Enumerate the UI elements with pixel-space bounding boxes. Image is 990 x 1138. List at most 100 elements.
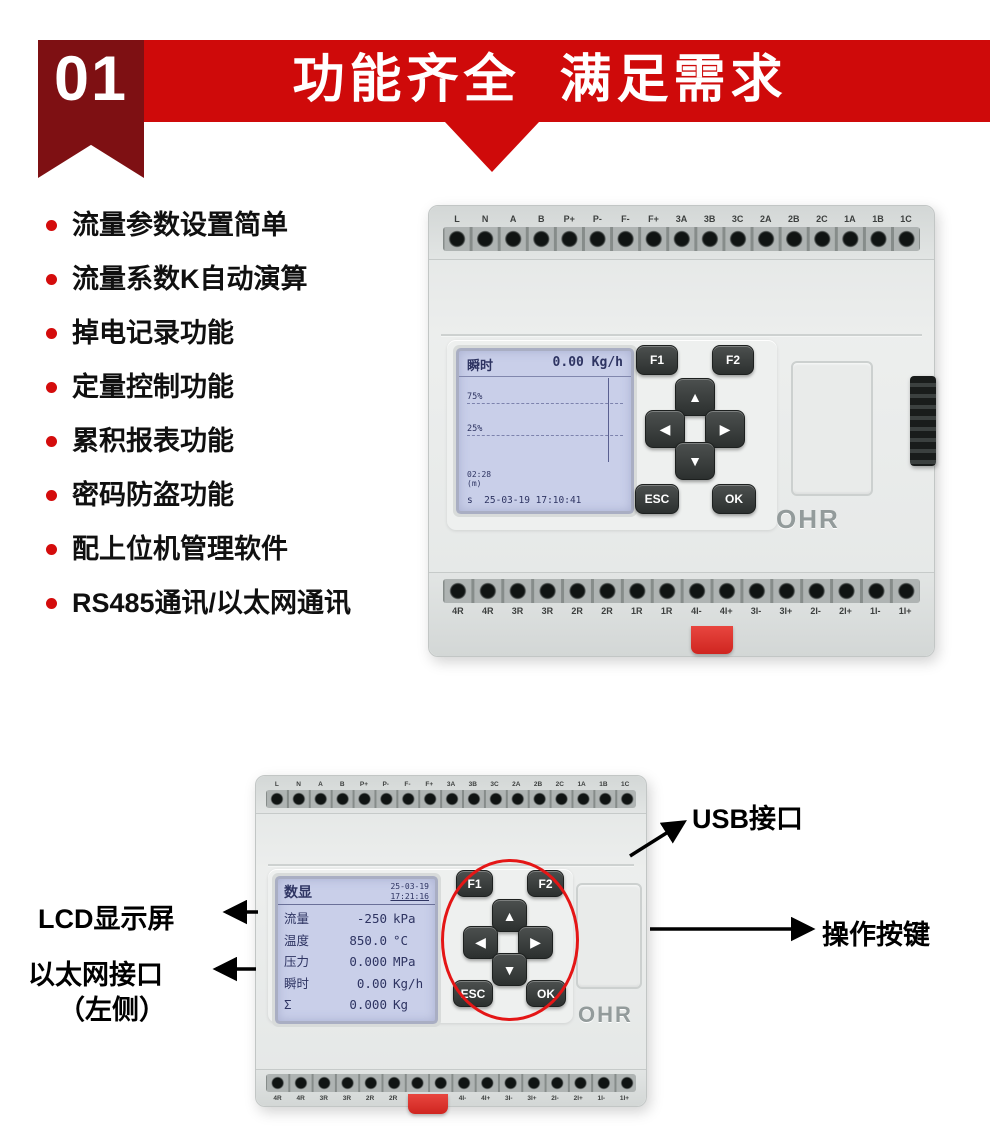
number-ribbon: 01 [38, 40, 144, 178]
terminal-label: 1B [872, 214, 884, 224]
terminal-label: 2R [571, 606, 583, 616]
section-title: 功能齐全 满足需求 [292, 51, 788, 109]
bullet-icon [46, 382, 57, 393]
terminal-label: F+ [425, 781, 434, 788]
terminal-label: 2A [512, 781, 521, 788]
terminal-label: 3R [319, 1095, 328, 1102]
terminal-label: 2C [816, 214, 828, 224]
down-arrow-key: ▼ [492, 953, 527, 986]
terminal-screws-icon [443, 227, 920, 251]
gridline-75 [467, 403, 623, 405]
measure-value: 0.000 [349, 997, 387, 1012]
measure-value: 850.0 [349, 932, 387, 948]
terminal-label: F- [404, 781, 411, 788]
terminal-label: A [509, 214, 517, 224]
lcd-datetime: 25-03-19 17:21:16 [390, 882, 429, 902]
label-ethernet-side: （左侧） [58, 995, 166, 1025]
measure-value: 0.000 [349, 954, 387, 969]
feature-text: 流量系数K自动演算 [72, 264, 308, 294]
terminal-label: 4I- [691, 606, 702, 616]
side-connector [910, 376, 936, 466]
lcd-row: 温度 850.0 °C [284, 930, 429, 952]
terminal-label: 3C [731, 214, 744, 224]
terminal-label: 2C [555, 781, 564, 788]
lcd-screen: 瞬时 0.00 Kg/h 75% 25% 02:28 (m) s 25-03-1… [459, 351, 631, 511]
terminal-label: N [296, 781, 301, 788]
terminal-label: 3I+ [779, 606, 793, 616]
section-number: 01 [53, 44, 129, 114]
feature-item: 配上位机管理软件 [46, 534, 351, 565]
terminal-label: 3R [511, 606, 524, 616]
lcd-header: 数显 25-03-19 17:21:16 [278, 879, 435, 905]
feature-text: 配上位机管理软件 [72, 534, 288, 564]
measure-label: 温度 [284, 932, 310, 948]
lcd-trend-chart: 75% 25% [467, 378, 623, 462]
feature-item: 流量参数设置简单 [46, 210, 351, 241]
terminal-label: P- [382, 781, 389, 788]
terminal-label: L [274, 781, 279, 788]
side-cover [791, 361, 873, 496]
terminal-label: 1I- [870, 606, 881, 616]
label-operation-keys: 操作按键 [822, 920, 930, 950]
bullet-icon [46, 544, 57, 555]
measure-value: 0.00 [356, 975, 387, 991]
ok-key: OK [526, 980, 566, 1007]
terminal-screws-icon [443, 579, 920, 603]
chart-axis-line [608, 378, 609, 462]
bullet-icon [46, 274, 57, 285]
measure-unit: kPa [393, 911, 416, 926]
terminal-label: 4I- [458, 1095, 467, 1102]
feature-text: 掉电记录功能 [72, 318, 234, 348]
gridline-label-75: 75% [467, 392, 483, 403]
down-arrow-key: ▼ [675, 442, 715, 480]
case-groove [268, 864, 634, 866]
terminal-label: 1R [660, 606, 673, 616]
lcd-readout-row: 瞬时 0.00 Kg/h [459, 351, 631, 377]
terminal-label: 2I+ [573, 1095, 583, 1102]
din-clip [691, 626, 733, 654]
terminal-label: F- [621, 214, 630, 224]
terminal-screws-icon [266, 790, 636, 808]
f1-key: F1 [636, 345, 678, 375]
bullet-icon [46, 328, 57, 339]
measure-value: -250 [356, 911, 387, 926]
terminal-label: 2B [788, 214, 800, 224]
case-groove [441, 334, 922, 336]
terminal-label: 1I- [597, 1095, 606, 1102]
esc-key: ESC [453, 980, 493, 1007]
lcd-readout-label: 瞬时 [467, 359, 494, 374]
terminal-label: 3B [703, 214, 716, 224]
terminal-label: 3R [541, 606, 554, 616]
terminal-label: 4I+ [481, 1095, 491, 1102]
gridline-label-25: 25% [467, 424, 483, 435]
terminal-label: 3A [675, 214, 688, 224]
terminal-label: 3I- [505, 1095, 513, 1102]
terminal-label: 3I+ [527, 1095, 537, 1102]
terminal-label: P- [592, 214, 602, 224]
terminal-label: 4R [296, 1095, 305, 1102]
right-arrow-key: ▶ [518, 926, 553, 959]
feature-item: 流量系数K自动演算 [46, 264, 351, 295]
terminal-label: 3C [490, 781, 499, 788]
right-arrow-key: ▶ [705, 410, 745, 448]
side-cover [576, 883, 642, 989]
din-clip [408, 1094, 448, 1114]
measure-unit: MPa [393, 954, 416, 969]
terminal-label: 1C [620, 781, 630, 788]
feature-text: 定量控制功能 [72, 372, 234, 402]
measure-unit: °C [393, 932, 409, 948]
terminal-label: N [481, 214, 489, 224]
up-arrow-key: ▲ [675, 378, 715, 416]
terminal-label: 3B [468, 781, 477, 788]
